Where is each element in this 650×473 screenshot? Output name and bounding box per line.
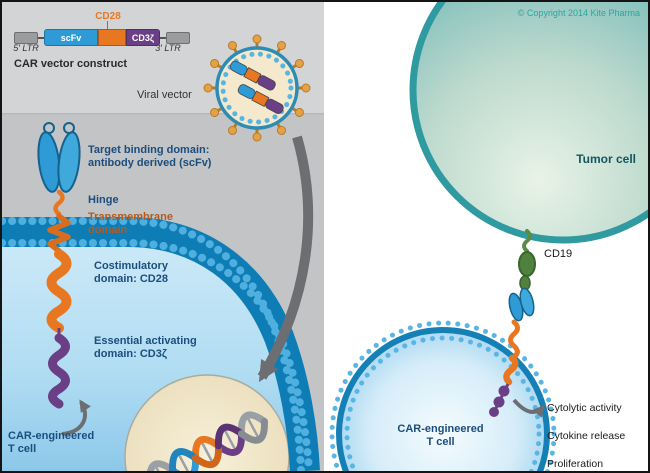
tumor-cell-label: Tumor cell xyxy=(576,152,636,166)
ltr3-label: 3′ LTR xyxy=(155,43,181,53)
ltr3-box xyxy=(166,31,190,44)
transmembrane-label: Transmembrane domain xyxy=(88,211,173,236)
transduction-arrow xyxy=(257,135,314,383)
viral-vector-label: Viral vector xyxy=(137,89,192,101)
cd3z-domain-shape xyxy=(48,333,70,409)
construct-title: CAR vector construct xyxy=(14,58,128,70)
cd3z-segment: CD3ζ xyxy=(126,29,160,46)
right-panel: © Copyright 2014 Kite Pharma Tumor cell … xyxy=(328,2,648,471)
vector-construct-diagram: scFv CD3ζ xyxy=(14,29,190,46)
hinge-shape xyxy=(53,189,65,217)
transmembrane-shape xyxy=(47,213,71,254)
outcome-item: Proliferation xyxy=(547,458,604,470)
tcell-label-left: CAR-engineered T cell xyxy=(8,430,95,455)
tcell-label-right: CAR-engineered T cell xyxy=(397,423,484,448)
cd28-segment xyxy=(98,29,126,46)
outcome-list: Cytolytic activity Cytokine release Prol… xyxy=(547,387,626,471)
cd19-label: CD19 xyxy=(544,248,573,260)
tumor-cell-circle xyxy=(409,2,648,244)
left-panel-art xyxy=(2,2,324,471)
copyright-text: © Copyright 2014 Kite Pharma xyxy=(517,8,640,18)
outcome-item: Cytolytic activity xyxy=(547,402,622,414)
outcome-item: Cytokine release xyxy=(547,430,626,442)
costimulatory-label: Costimulatory domain: CD28 xyxy=(94,260,168,285)
scfv-segment: scFv xyxy=(44,29,98,46)
car-expression-arrow xyxy=(61,399,91,436)
activating-label: Essential activating domain: CD3ζ xyxy=(94,335,197,360)
right-panel-art xyxy=(329,2,648,471)
effector-arrow xyxy=(512,398,545,418)
viral-vector-icon xyxy=(203,34,311,142)
tcell-circle xyxy=(329,320,557,471)
car-chain xyxy=(489,287,535,417)
left-panel: CD28 scFv CD3ζ 5′ LTR 3′ LTR CAR vector … xyxy=(2,2,324,471)
cd28-callout-line xyxy=(107,21,108,29)
hinge-label: Hinge xyxy=(88,194,119,206)
ltr5-box xyxy=(14,31,38,44)
dna-helix-icon xyxy=(146,411,268,471)
nucleus xyxy=(124,374,290,471)
cd19-structure xyxy=(518,229,536,291)
membrane xyxy=(2,217,320,471)
target-binding-label: Target binding domain: antibody derived … xyxy=(88,144,212,169)
ltr5-label: 5′ LTR xyxy=(13,43,39,53)
cd28-callout: CD28 xyxy=(95,11,121,22)
cd28-domain-shape xyxy=(46,249,72,333)
car-receptor-diagram xyxy=(37,122,81,409)
